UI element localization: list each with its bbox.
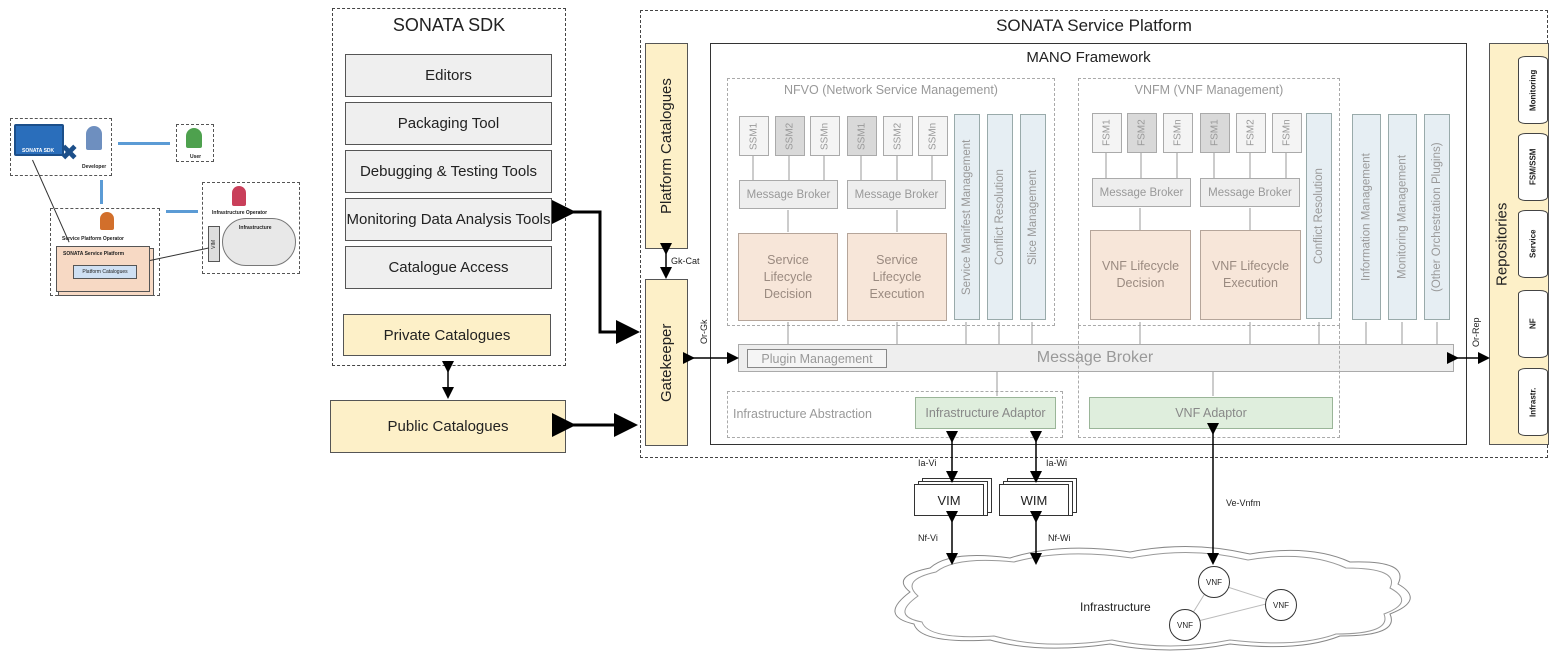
vim[interactable]: VIM [914,484,984,516]
dev-sp-arrow [100,180,103,204]
infrastructure-abstraction-label: Infrastructure Abstraction [733,407,872,421]
mano-framework [710,43,1467,445]
fsm-2a: FSM2 [1127,113,1157,153]
developer-box [10,118,112,176]
dev-user-arrow [118,142,170,145]
gk-cat-label: Gk-Cat [671,256,700,266]
monitoring-management: Monitoring Management [1388,114,1417,320]
ssm-broker-b: Message Broker [847,180,946,209]
main-message-broker-label: Message Broker [1036,349,1154,366]
ssm-2a: SSM2 [775,116,805,156]
service-platform-title: SONATA Service Platform [996,16,1192,35]
nf-wi-label: Nf-Wi [1048,533,1071,543]
nfvo-title: NFVO (Network Service Management) [784,83,998,97]
nfvo-region [727,78,1055,326]
ssm-broker-a: Message Broker [739,180,838,209]
ssm-1a: SSM1 [739,116,769,156]
vnf-node-2: VNF [1265,589,1297,621]
ssm-1b: SSM1 [847,116,877,156]
information-management: Information Management [1352,114,1381,320]
fsm-broker-a: Message Broker [1092,178,1191,207]
conflict-resolution-nfvo: Conflict Resolution [987,114,1013,320]
conflict-resolution-vnfm: Conflict Resolution [1306,113,1332,319]
infra-operator-box [202,182,300,274]
service-lifecycle-execution: Service Lifecycle Execution [847,233,947,321]
infrastructure-adaptor: Infrastructure Adaptor [915,397,1056,429]
infrastructure-cloud [894,546,1411,651]
sp-stack-box: SONATA Service Platform Platform Catalog… [56,246,150,292]
vim-mini: VIM [208,226,220,262]
ssm-na: SSMn [810,116,840,156]
public-catalogues[interactable]: Public Catalogues [330,400,566,453]
user-label: User [190,154,202,160]
infra-operator-label: Infrastructure Operator [212,210,268,216]
user-avatar-icon [186,128,202,148]
infra-operator-avatar-icon [232,186,246,206]
ssm-nb: SSMn [918,116,948,156]
fsm-nb: FSMn [1272,113,1302,153]
service-lifecycle-decision: Service Lifecycle Decision [738,233,838,321]
user-box [176,124,214,162]
fsm-1b: FSM1 [1200,113,1230,153]
infrastructure-abstraction-region [727,391,1063,438]
infra-mini-label: Infrastructure [239,225,272,231]
sdk-title: SONATA SDK [392,14,506,35]
ia-vi-label: Ia-Vi [918,458,937,468]
repo-nf[interactable]: NF [1518,290,1548,358]
sdk-editors[interactable]: Editors [345,54,552,97]
vnf-lifecycle-decision: VNF Lifecycle Decision [1090,230,1191,320]
sdk-debugging-testing-tools[interactable]: Debugging & Testing Tools [345,150,552,193]
wrench-icon: ✖ [60,140,79,165]
service-manifest-management: Service Manifest Management [954,114,980,320]
infrastructure-label: Infrastructure [1080,600,1151,614]
sdk-monitoring-analysis-tools[interactable]: Monitoring Data Analysis Tools [345,198,552,241]
repo-infrastr[interactable]: Infrastr. [1518,368,1548,436]
sp-stack-label: SONATA Service Platform [63,251,125,257]
plugin-management: Plugin Management [747,349,887,368]
repo-fsm-ssm[interactable]: FSM/SSM [1518,133,1548,201]
developer-label: Developer [82,164,107,170]
ssm-2b: SSM2 [883,116,913,156]
vnf-node-1: VNF [1198,566,1230,598]
fsm-na: FSMn [1163,113,1193,153]
infra-cloud-icon: Infrastructure [222,218,296,266]
platform-catalogues-mini: Platform Catalogues [73,265,137,279]
overview-sdk-label: SONATA SDK [22,148,55,154]
platform-catalogues[interactable]: Platform Catalogues [645,43,688,249]
fsm-2b: FSM2 [1236,113,1266,153]
private-catalogues[interactable]: Private Catalogues [343,314,551,356]
overview-diagram: SONATA SDK ✖ Developer User Service Plat… [0,100,310,300]
fsm-broker-b: Message Broker [1200,178,1300,207]
sdk-laptop-icon: SONATA SDK [14,124,64,156]
repo-service[interactable]: Service [1518,210,1548,278]
mano-title: MANO Framework [1026,48,1151,66]
sdk-catalogue-access[interactable]: Catalogue Access [345,246,552,289]
vnfm-region [1078,78,1340,326]
ia-wi-label: Ia-Wi [1046,458,1067,468]
vnfm-title: VNFM (VNF Management) [1134,83,1284,97]
sp-operator-box [50,208,160,296]
nf-vi-label: Nf-Vi [918,533,938,543]
slice-management: Slice Management [1020,114,1046,320]
developer-avatar-icon [86,126,102,150]
other-orchestration-plugins: (Other Orchestration Plugins) [1424,114,1450,320]
fsm-1a: FSM1 [1092,113,1122,153]
repo-monitoring[interactable]: Monitoring [1518,56,1548,124]
sp-operator-avatar-icon [100,212,114,230]
sdk-packaging-tool[interactable]: Packaging Tool [345,102,552,145]
vnf-node-3: VNF [1169,609,1201,641]
ve-vnfm-label: Ve-Vnfm [1226,498,1261,508]
sp-infra-arrow [166,210,198,213]
vnf-lifecycle-execution: VNF Lifecycle Execution [1200,230,1301,320]
sp-operator-label: Service Platform Operator [62,236,124,242]
